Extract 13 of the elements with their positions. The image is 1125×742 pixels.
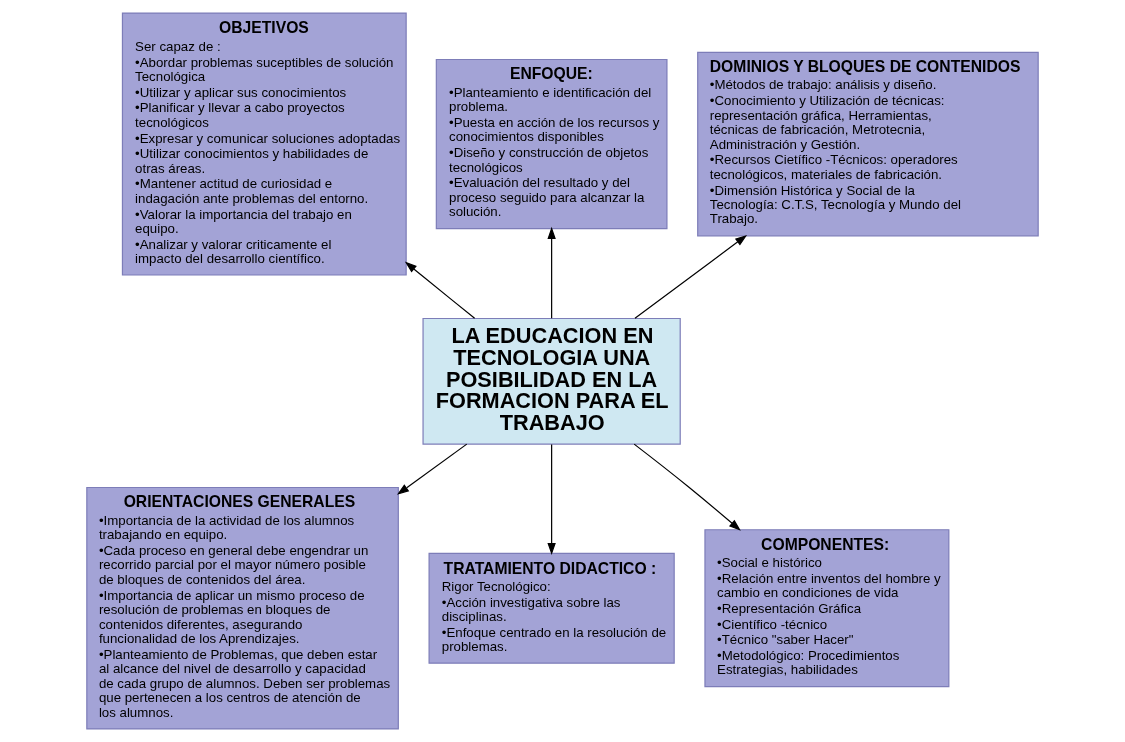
node-box: ORIENTACIONES GENERALES •Importancia de la actividad de los alumnos trabajando en equipo. •Cada proceso en general debe engendrar un recorrido parcial por el mayor número posible de bloques de contenidos del área. •Importancia de aplicar un mismo proceso de resolución de problemas en bloques de contenidos diferentes, asegurando funcionalidad de los Aprendizajes. •Planteamiento de Problemas, que deben estar al alcance del nivel de desarrollo y capacidad de cada grupo de alumnos. Deben ser problemas que pertenecen a los centros de atención de los alumnos. [86,486,399,730]
arrow [547,443,556,556]
arrow [633,443,741,531]
arrow [397,443,468,495]
node-box: LA EDUCACION EN TECNOLOGIA UNA POSIBILIDAD EN LA FORMACION PARA EL TRABAJO [422,317,681,445]
node-box: OBJETIVOS Ser capaz de : •Abordar problemas suceptibles de solución Tecnológica •Utilizar y aplicar sus conocimientos •Planificar y llevar a cabo proyectos tecnológicos •Expresar y comunicar soluciones adoptadas •Utilizar conocimientos y habilidades de otras áreas. •Mantener actitud de curiosidad e indagación ante problemas del entorno. •Valorar la importancia del trabajo en equipo. •Analizar y valorar criticamente el impacto del desarrollo científico. [121,12,407,276]
arrow [404,261,476,319]
arrow [547,226,556,319]
arrow [634,234,748,319]
node-box: COMPONENTES: •Social e histórico •Relación entre inventos del hombre y cambio en condiciones de vida •Representación Gráfica •Científico -técnico •Técnico "saber Hacer" •Metodológico: Procedimientos Estrategias, habilidades [704,529,950,688]
node-box: ENFOQUE: •Planteamiento e identificación del problema. •Puesta en acción de los recursos y conocimientos disponibles •Diseño y construcción de objetos tecnológicos •Evaluación del resultado y del proceso seguido para alcanzar la solución. [435,58,668,230]
node-box: DOMINIOS Y BLOQUES DE CONTENIDOS •Métodos de trabajo: análisis y diseño. •Conocimiento y Utilización de técnicas: representación gráfica, Herramientas, técnicas de fabricación, Metrotecnia, Administración y Gestión. •Recursos Cietífico -Técnicos: operadores tecnológicos, materiales de fabricación. •Dimensión Histórica y Social de la Tecnología: C.T.S, Tecnología y Mundo del Trabajo. [697,51,1039,237]
node-box: TRATAMIENTO DIDACTICO : Rigor Tecnológico: •Acción investigativa sobre las disciplinas. •Enfoque centrado en la resolución de problemas. [428,552,675,664]
